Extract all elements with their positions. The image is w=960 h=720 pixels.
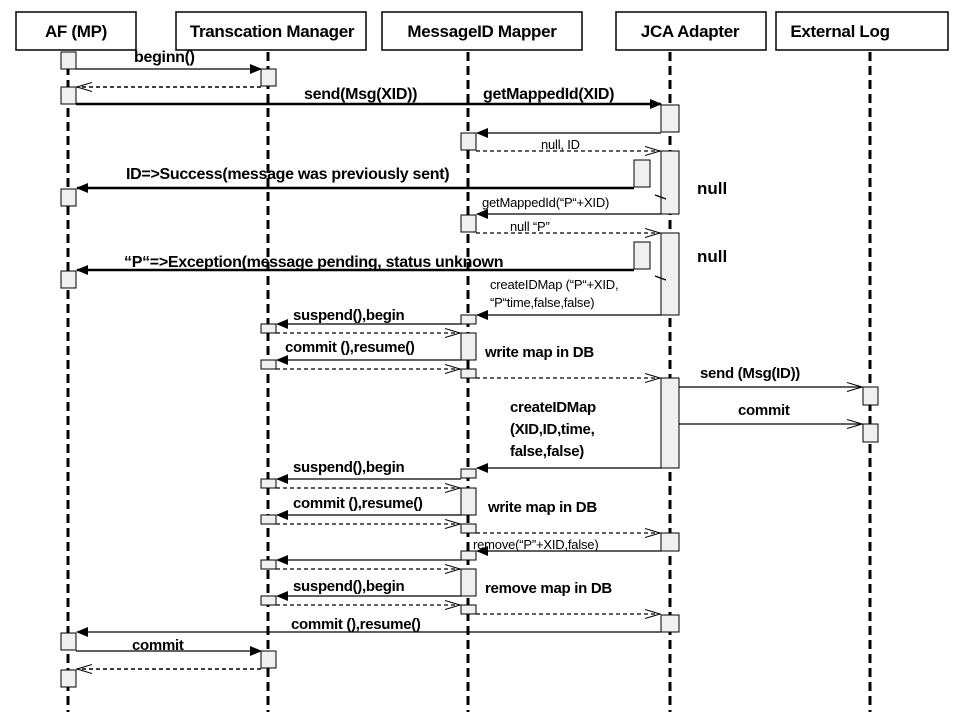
side-notes: null null write map in DB write map in D…: [484, 179, 727, 597]
label-remove-p: remove(“P”+XID,false): [473, 537, 598, 552]
activation-jca: [660, 532, 680, 552]
participant-label: JCA Adapter: [641, 22, 740, 41]
activation-jca: [633, 241, 651, 270]
label-null-p: null “P”: [510, 219, 550, 234]
activation-mm: [460, 604, 477, 615]
message-labels: beginn() send(Msg(XID)) getMappedId(XID)…: [124, 49, 801, 654]
activation-af: [60, 632, 77, 651]
message-arrows: [76, 64, 862, 669]
activation-mm: [460, 368, 477, 379]
activation-tm: [260, 650, 277, 669]
activation-jca: [660, 377, 680, 469]
activation-tm: [260, 323, 277, 334]
label-create-idmap-p-line2: “P“time,false,false): [490, 295, 594, 310]
activation-log: [862, 386, 879, 406]
participant-messageid-mapper: MessageID Mapper: [381, 11, 583, 51]
label-commit-resume-2: commit (),resume(): [293, 495, 423, 512]
activation-mm: [460, 550, 477, 561]
participant-transaction-manager: Transcation Manager: [175, 11, 367, 51]
label-create-idmap-line1: createIDMap: [510, 399, 596, 416]
activation-af: [60, 51, 77, 70]
activation-jca: [660, 150, 680, 215]
label-get-mapped-id: getMappedId(XID): [483, 86, 614, 103]
activation-tm: [260, 559, 277, 570]
participant-label: MessageID Mapper: [407, 22, 557, 41]
activation-af: [60, 270, 77, 289]
activation-af: [60, 188, 77, 207]
label-send-msg-xid: send(Msg(XID)): [304, 86, 417, 103]
label-beginn: beginn(): [134, 49, 195, 66]
note-connector: [654, 275, 667, 281]
participant-jca-adapter: JCA Adapter: [615, 11, 767, 51]
activation-mm: [460, 568, 477, 597]
activation-log: [862, 423, 879, 443]
label-suspend-begin-1: suspend(),begin: [293, 307, 404, 324]
label-id-success: ID=>Success(message was previously sent): [126, 166, 449, 183]
activation-mm: [460, 214, 477, 233]
note-write-map-1: write map in DB: [484, 344, 594, 361]
note-null-1: null: [697, 179, 727, 198]
participant-label: External Log: [790, 22, 889, 41]
activation-tm: [260, 514, 277, 525]
label-suspend-begin-2: suspend(),begin: [293, 459, 404, 476]
label-get-mapped-id-p: getMappedId(“P“+XID): [482, 195, 609, 210]
label-create-idmap-line3: false,false): [510, 443, 584, 460]
activation-jca: [633, 159, 651, 188]
label-create-idmap-line2: (XID,ID,time,: [510, 421, 595, 438]
activation-mm: [460, 468, 477, 479]
note-write-map-2: write map in DB: [487, 499, 597, 516]
activation-jca: [660, 104, 680, 133]
label-suspend-begin-3: suspend(),begin: [293, 578, 404, 595]
activation-af: [60, 86, 77, 105]
participant-af: AF (MP): [15, 11, 137, 51]
label-null-id: null, ID: [541, 137, 580, 152]
participant-headers: AF (MP) Transcation Manager MessageID Ma…: [15, 11, 949, 51]
activation-jca: [660, 614, 680, 633]
activation-mm: [460, 314, 477, 325]
activation-tm: [260, 478, 277, 489]
note-null-2: null: [697, 247, 727, 266]
activation-boxes: [60, 51, 879, 688]
label-p-exception: “P“=>Exception(message pending, status u…: [124, 254, 503, 271]
activation-tm: [260, 595, 277, 606]
label-create-idmap-p-line1: createIDMap (“P“+XID,: [490, 277, 618, 292]
activation-mm: [460, 487, 477, 516]
label-commit-resume-3: commit (),resume(): [291, 616, 421, 633]
activation-tm: [260, 68, 277, 87]
label-commit-resume-1: commit (),resume(): [285, 339, 415, 356]
activation-tm: [260, 359, 277, 370]
note-connector: [654, 194, 667, 200]
label-commit-final: commit: [132, 637, 184, 654]
participant-label: AF (MP): [45, 22, 107, 41]
activation-jca: [660, 232, 680, 316]
activation-mm: [460, 332, 477, 361]
participant-label: Transcation Manager: [190, 22, 355, 41]
activation-mm: [460, 132, 477, 151]
activation-af: [60, 669, 77, 688]
label-send-msg-id: send (Msg(ID)): [700, 365, 800, 382]
note-remove-map: remove map in DB: [485, 580, 612, 597]
label-commit-log: commit: [738, 402, 790, 419]
participant-external-log: External Log: [775, 11, 949, 51]
activation-mm: [460, 523, 477, 534]
